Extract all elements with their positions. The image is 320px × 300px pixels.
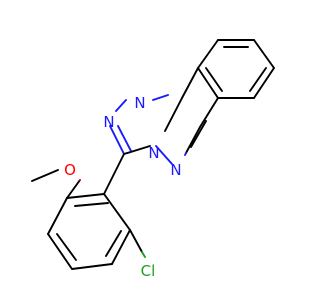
chloromethoxyphenyl-ring — [47, 153, 131, 270]
chlorine-atom-label: Cl — [141, 262, 156, 280]
oxygen-atom-label: O — [64, 161, 76, 179]
triazole-ring — [109, 94, 183, 155]
nitrogen-atom-label: N — [134, 94, 145, 112]
molecule-structure: N N N N O Cl — [31, 39, 275, 280]
pyridazine-ring — [155, 67, 219, 165]
nitrogen-atom-label: N — [148, 144, 159, 162]
methoxy-group — [31, 169, 81, 199]
nitrogen-atom-label: N — [103, 113, 114, 131]
benzo-ring — [197, 39, 275, 99]
nitrogen-atom-label: N — [170, 161, 181, 179]
chloro-substituent — [129, 229, 146, 258]
